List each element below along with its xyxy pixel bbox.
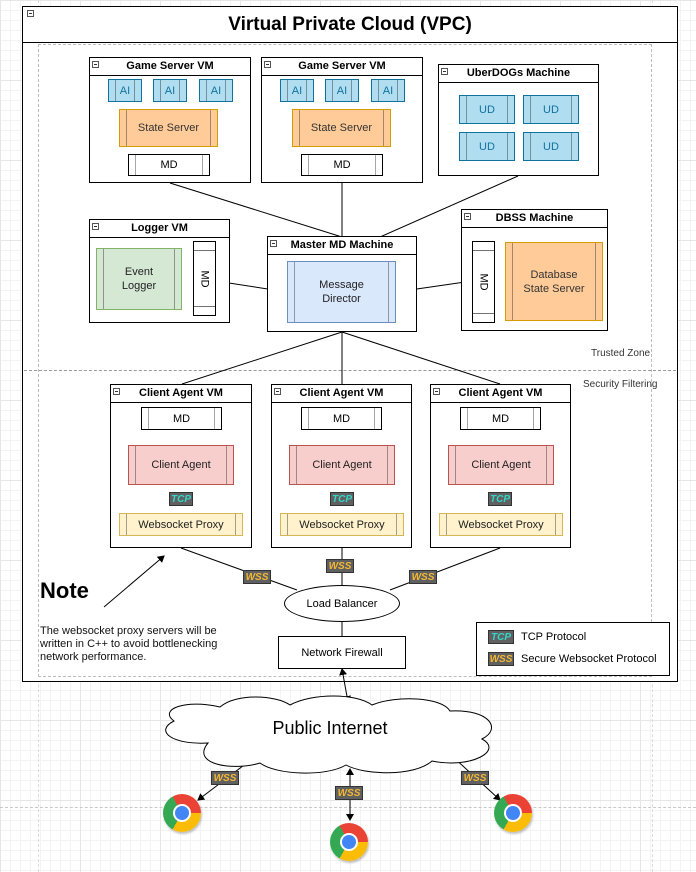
event-logger[interactable]: Event Logger (96, 248, 182, 310)
wire-ca3-lb (389, 547, 501, 591)
websocket-proxy[interactable]: Websocket Proxy (439, 513, 563, 536)
collapse-toggle-icon[interactable] (433, 388, 440, 395)
security-filtering-label: Security Filtering (583, 379, 658, 390)
logger-md-process[interactable]: MD (193, 241, 216, 316)
chrome-core (175, 806, 189, 820)
public-internet-label: Public Internet (272, 718, 388, 738)
container-title: DBSS Machine (462, 210, 607, 228)
vpc-title: Virtual Private Cloud (VPC) (23, 7, 677, 43)
dbss-md-process[interactable]: MD (472, 241, 495, 323)
collapse-toggle-icon[interactable] (264, 61, 271, 68)
wss-badge: WSS (461, 771, 489, 785)
container-title: Game Server VM (262, 58, 422, 76)
ud-process[interactable]: UD (459, 95, 515, 124)
container-title: UberDOGs Machine (439, 65, 598, 83)
trusted-zone-label: Trusted Zone (591, 348, 651, 359)
wire-uberdogs-master (379, 175, 519, 238)
collapse-toggle-icon[interactable] (92, 223, 99, 230)
database-state-server[interactable]: Database State Server (505, 242, 603, 321)
tcp-badge: TCP (169, 492, 193, 506)
wss-badge: WSS (409, 570, 437, 584)
container-title: Game Server VM (90, 58, 250, 76)
ud-process[interactable]: UD (523, 95, 579, 124)
collapse-toggle-icon[interactable] (27, 10, 34, 17)
chrome-ring (504, 804, 522, 822)
chrome-ring (340, 833, 358, 851)
wss-badge: WSS (211, 771, 239, 785)
ai-process[interactable]: AI (108, 79, 142, 102)
legend-tcp-badge: TCP (488, 630, 514, 644)
note-arrow (103, 555, 165, 608)
chrome-core (506, 806, 520, 820)
md-process[interactable]: MD (301, 154, 383, 176)
client-agent-process[interactable]: Client Agent (289, 445, 395, 485)
tcp-badge: TCP (488, 492, 512, 506)
chrome-browser-icon[interactable] (494, 794, 532, 832)
wss-badge: WSS (326, 559, 354, 573)
ai-process[interactable]: AI (280, 79, 314, 102)
load-balancer[interactable]: Load Balancer (284, 585, 400, 622)
legend-tcp-text: TCP Protocol (521, 631, 587, 643)
client-agent-process[interactable]: Client Agent (448, 445, 554, 485)
note-text: The websocket proxy servers will be writ… (40, 625, 218, 663)
md-label: MD (198, 269, 211, 288)
state-server[interactable]: State Server (292, 109, 391, 147)
ud-process[interactable]: UD (523, 132, 579, 161)
collapse-toggle-icon[interactable] (270, 240, 277, 247)
chrome-ring (173, 804, 191, 822)
wire-master-ca1 (181, 331, 343, 385)
state-server[interactable]: State Server (119, 109, 218, 147)
md-process[interactable]: MD (128, 154, 210, 176)
tcp-badge: TCP (330, 492, 354, 506)
container-title: Client Agent VM (111, 385, 251, 403)
md-label: MD (477, 273, 490, 291)
wss-badge: WSS (243, 570, 271, 584)
md-process[interactable]: MD (141, 407, 222, 430)
container-title: Logger VM (90, 220, 229, 238)
message-director[interactable]: Message Director (287, 261, 396, 323)
md-process[interactable]: MD (301, 407, 382, 430)
collapse-toggle-icon[interactable] (464, 213, 471, 220)
security-boundary (24, 370, 676, 371)
client-agent-process[interactable]: Client Agent (128, 445, 234, 485)
collapse-toggle-icon[interactable] (441, 68, 448, 75)
legend-wss-badge: WSS (488, 652, 514, 666)
collapse-toggle-icon[interactable] (274, 388, 281, 395)
websocket-proxy[interactable]: Websocket Proxy (119, 513, 243, 536)
container-title: Client Agent VM (272, 385, 411, 403)
wire-gameserver1-master (169, 182, 343, 238)
ai-process[interactable]: AI (199, 79, 233, 102)
md-process[interactable]: MD (460, 407, 541, 430)
chrome-browser-icon[interactable] (330, 823, 368, 861)
cloud-shape[interactable] (150, 695, 510, 775)
chrome-browser-icon[interactable] (163, 794, 201, 832)
network-firewall[interactable]: Network Firewall (278, 636, 406, 669)
ai-process[interactable]: AI (371, 79, 405, 102)
wire-ca1-lb (180, 547, 298, 591)
container-title: Master MD Machine (268, 237, 416, 255)
wss-badge: WSS (335, 786, 363, 800)
ai-process[interactable]: AI (153, 79, 187, 102)
collapse-toggle-icon[interactable] (113, 388, 120, 395)
legend-wss-text: Secure Websocket Protocol (521, 653, 657, 665)
ud-process[interactable]: UD (459, 132, 515, 161)
note-title: Note (40, 578, 89, 603)
ai-process[interactable]: AI (325, 79, 359, 102)
collapse-toggle-icon[interactable] (92, 61, 99, 68)
websocket-proxy[interactable]: Websocket Proxy (280, 513, 404, 536)
chrome-core (342, 835, 356, 849)
wire-master-ca3 (341, 331, 501, 385)
container-title: Client Agent VM (431, 385, 570, 403)
